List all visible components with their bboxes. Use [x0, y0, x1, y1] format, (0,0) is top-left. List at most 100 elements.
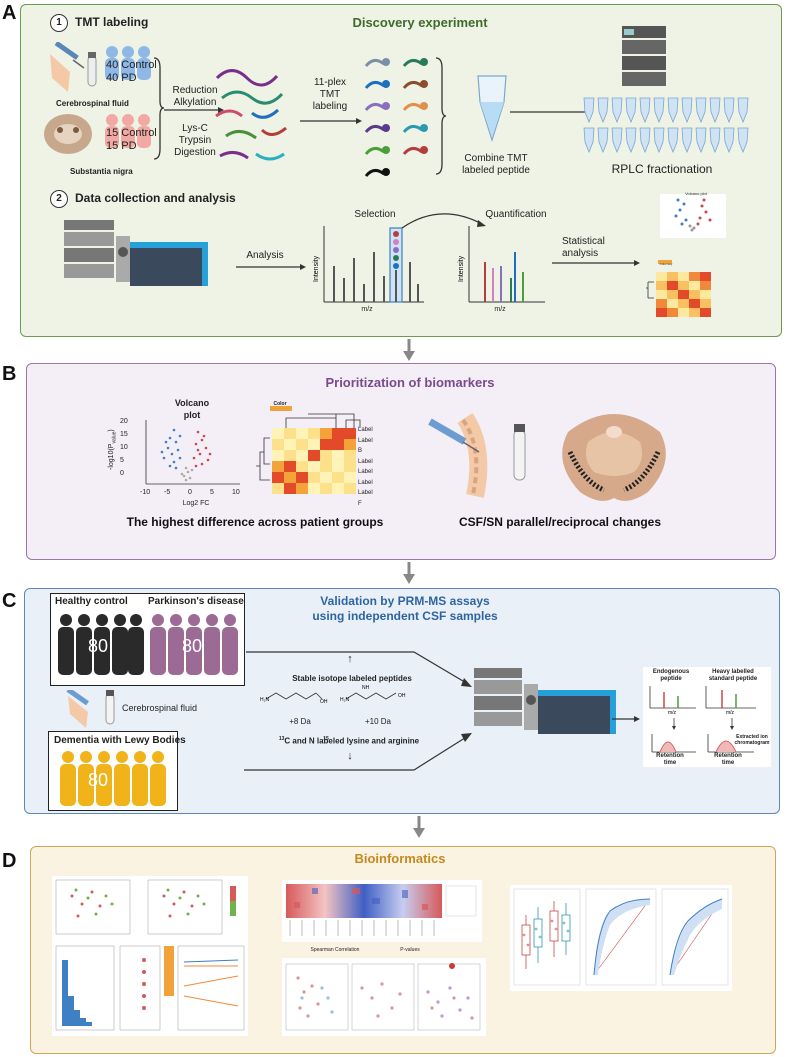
volcano-plot — [145, 420, 240, 485]
sn-label: Substantia nigra — [70, 167, 133, 176]
stable-isotope-label: Stable isotope labeled peptides — [292, 674, 412, 683]
roc-and-boxplots — [510, 885, 732, 991]
csf-sample-icon — [66, 690, 115, 728]
small-heatmap-key: Color key — [659, 262, 673, 266]
parkinson-people-icon — [150, 614, 238, 675]
heatmap — [256, 406, 361, 494]
panel-a-letter: A — [2, 2, 17, 24]
pd-people-icon — [105, 114, 151, 148]
up-arrow-icon: ↑ — [347, 653, 353, 665]
svg-text:OH: OH — [398, 693, 406, 699]
sample-bracket — [153, 57, 164, 160]
mass-spectrometer-illustration — [64, 220, 208, 286]
selection-spectrum: Intensity — [313, 226, 424, 303]
small-volcano-plot — [660, 194, 726, 238]
correlation-scatter-plots — [282, 958, 486, 1036]
dlb-people-icon — [60, 751, 166, 806]
selection-ylabel: Intensity — [313, 255, 320, 282]
csf-label: Cerebrospinal fluid — [56, 99, 129, 108]
step2-number: 2 — [50, 190, 68, 208]
brain-slice-icon — [44, 114, 92, 154]
left-caption: The highest difference across patient gr… — [126, 515, 384, 529]
panel-a-title: Discovery experiment — [352, 15, 488, 30]
svg-text:H₂N: H₂N — [260, 697, 270, 703]
bioinformatics-plots-left — [52, 876, 248, 1036]
quantification-spectrum: Intensity — [458, 226, 545, 303]
parkinson-count: 80 — [182, 636, 203, 656]
svg-text:NH: NH — [362, 685, 370, 691]
flow-arrows-c — [244, 651, 472, 771]
heatmap-color-label: Color — [273, 401, 287, 407]
quantification-ylabel: Intensity — [458, 255, 465, 282]
arrow-b-to-c — [403, 562, 415, 584]
csf-tube-icon — [513, 424, 526, 481]
peptides-illustration — [215, 69, 287, 161]
labeled-peptides-illustration — [364, 58, 428, 177]
step1-number: 1 — [50, 14, 68, 32]
hplc-stack-icon — [622, 26, 666, 86]
rplc-instrument-illustration — [583, 26, 749, 154]
arrow-c-to-d — [413, 816, 425, 838]
panel-c-letter: C — [2, 590, 17, 612]
quantification-xlabel: m/z — [494, 306, 506, 313]
step1-title: TMT labeling — [75, 15, 149, 29]
parkinson-label: Parkinson's disease — [148, 596, 244, 607]
sample-illustration — [44, 42, 151, 154]
sup15: 15 — [323, 736, 329, 742]
selection-xlabel: m/z — [361, 306, 373, 313]
csf-control-count: 40 Control — [106, 59, 157, 71]
step2-title: Data collection and analysis — [75, 191, 236, 205]
panel-d-title: Bioinformatics — [354, 851, 446, 866]
healthy-count: 80 — [88, 636, 109, 656]
right-caption: CSF/SN parallel/reciprocal changes — [458, 515, 662, 529]
healthy-people-icon — [58, 614, 144, 675]
small-heatmap — [646, 260, 711, 317]
svg-text:m/z: m/z — [668, 710, 677, 716]
svg-text:H₂N: H₂N — [340, 697, 350, 703]
arrow-curve-selection — [401, 213, 486, 229]
arrow-a-to-b — [403, 339, 415, 361]
correlation-heatmap — [282, 880, 482, 942]
panel-d-letter: D — [2, 850, 17, 872]
arrow-to-results — [612, 716, 640, 722]
peptide-tube-icon — [477, 75, 507, 142]
small-volcano-title: Volcano plot — [685, 191, 707, 196]
plus10-label: +10 Da — [364, 717, 392, 726]
fraction-tubes-icon — [583, 97, 749, 154]
labeled-bracket — [435, 57, 447, 175]
sn-control-count: 15 Control — [106, 127, 157, 139]
svg-text:OH: OH — [320, 699, 328, 705]
labeled-aa-label: 13C and N labeled lysine and arginine — [278, 736, 420, 746]
dlb-label: Dementia with Lewy Bodies — [54, 735, 186, 746]
pvalues-label: P-values — [400, 947, 420, 953]
spearman-label: Spearman Correlation — [310, 947, 360, 953]
healthy-label: Healthy control — [55, 596, 128, 607]
svg-text:m/z: m/z — [726, 710, 735, 716]
molecule-structures: H₂N OH H₂N OH NH — [260, 685, 406, 705]
rplc-label: RPLC fractionation — [611, 162, 713, 176]
control-people-icon — [105, 46, 151, 80]
arrow-reduction — [164, 107, 224, 113]
brain-section-illustration — [562, 414, 666, 501]
sn-pd-count: 15 PD — [106, 140, 137, 152]
selection-label: Selection — [354, 209, 396, 220]
prm-instrument-illustration — [474, 668, 616, 734]
tube-icon — [87, 52, 97, 87]
panel-b-title: Prioritization of biomarkers — [325, 375, 495, 390]
down-arrow-icon: ↓ — [347, 750, 353, 762]
prm-spectra: m/z m/z — [649, 686, 756, 753]
analysis-label: Analysis — [246, 250, 284, 261]
arrow-statistical — [552, 260, 640, 266]
plus8-label: +8 Da — [289, 717, 311, 726]
spine-syringe-illustration — [428, 413, 488, 498]
volcano-ylabel: -log10(Pvalue) — [108, 429, 118, 470]
